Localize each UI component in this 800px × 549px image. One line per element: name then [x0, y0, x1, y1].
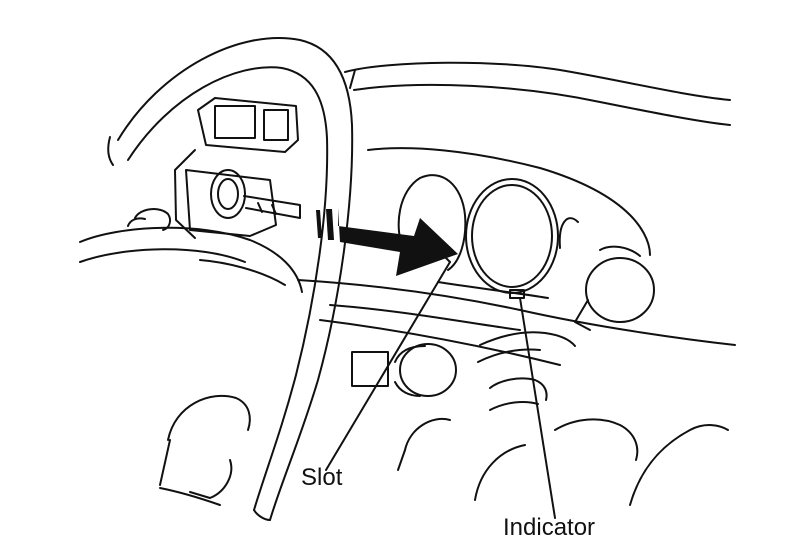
- slot-target: [445, 257, 451, 263]
- dashboard: [297, 61, 736, 366]
- steering-wheel: [107, 36, 354, 521]
- right-knob: [574, 245, 655, 331]
- column-stalk: [351, 331, 576, 397]
- steering-wheel-hub: [79, 226, 303, 293]
- indicator-label: Indicator: [503, 514, 596, 541]
- key-icon: [210, 169, 301, 219]
- indicator-leader: [519, 297, 556, 519]
- indicator-tab: [509, 289, 525, 299]
- lower-dash: [474, 377, 729, 506]
- arrow-icon: [316, 208, 458, 276]
- knee-panel: [159, 394, 451, 506]
- slot-leader: [325, 261, 451, 471]
- instrument-cluster: [397, 174, 579, 299]
- switch-panel: [174, 97, 299, 286]
- thumb: [127, 208, 172, 231]
- slot-label: Slot: [301, 464, 343, 491]
